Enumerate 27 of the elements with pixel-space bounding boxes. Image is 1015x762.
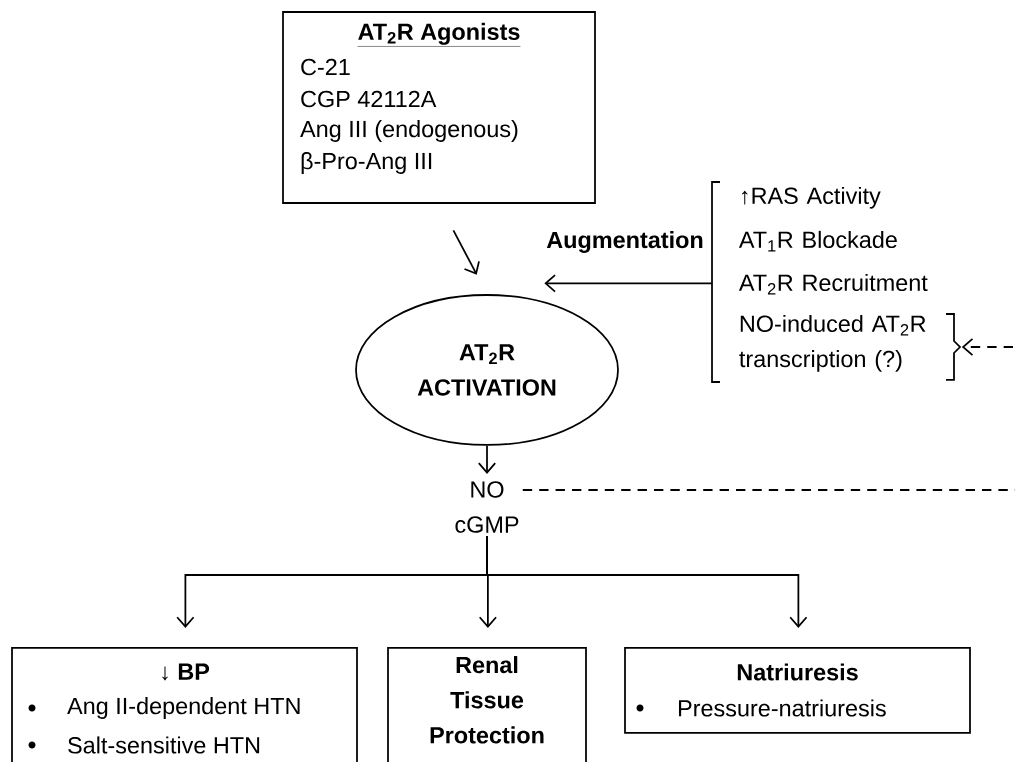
signal-text: NO cGMP bbox=[455, 481, 519, 533]
arrow bbox=[477, 445, 497, 474]
list-item: Ang II-dependent HTN bbox=[28, 697, 300, 719]
box-heading: AT$_{2}$R Agonists bbox=[357, 22, 521, 47]
outcome-box bbox=[624, 647, 971, 734]
list-item: ↑RAS Activity bbox=[742, 186, 881, 209]
list-item: AT$_{1}$R Blockade bbox=[738, 230, 897, 252]
list-item: Pressure-natriuresis bbox=[636, 699, 886, 717]
list-item: C-21 bbox=[301, 58, 350, 76]
box-heading: Natriuresis bbox=[737, 663, 858, 681]
edge-label: Augmentation bbox=[545, 229, 705, 255]
list-item: CGP 42112A bbox=[301, 90, 437, 108]
list-item: AT$_{2}$R Recruitment bbox=[738, 273, 928, 295]
list-item: NO-induced AT$_{2}$R transcription (?) bbox=[739, 314, 926, 372]
outcome-box bbox=[11, 647, 358, 762]
outcome-box bbox=[387, 647, 587, 762]
list-item: Ang III (endogenous) bbox=[300, 120, 518, 142]
bracketed-list bbox=[711, 181, 962, 383]
box-heading: Renal Tissue Protection bbox=[430, 656, 544, 744]
box-heading: ↓ BP bbox=[162, 663, 210, 681]
agonist-box bbox=[282, 11, 596, 204]
dashed-arrow bbox=[961, 337, 1014, 357]
list-item: β-Pro-Ang III bbox=[301, 152, 432, 174]
arrow bbox=[544, 274, 713, 293]
list-item: Salt-sensitive HTN bbox=[28, 736, 260, 754]
arrow bbox=[486, 535, 808, 628]
arrow bbox=[452, 229, 480, 275]
